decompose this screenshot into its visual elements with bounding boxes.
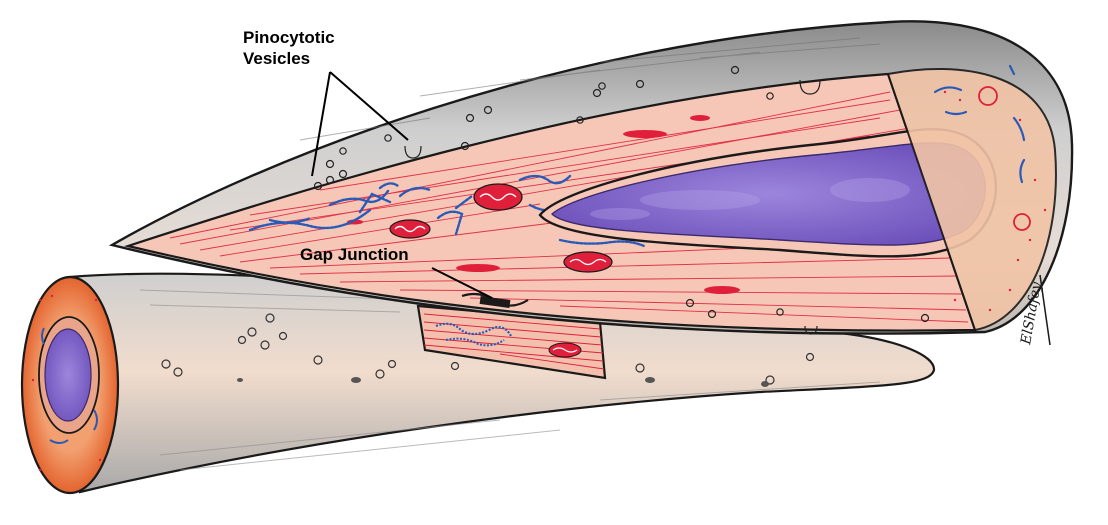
upper-muscle-cell — [108, 20, 1074, 335]
pinocytotic-label-line2: Vesicles — [243, 49, 311, 68]
lower-cell-cutaway — [416, 304, 607, 380]
gap-junction — [461, 292, 529, 309]
pinocytotic-leader-right — [329, 71, 409, 141]
gap-junction-leader — [431, 267, 493, 299]
leader-lines — [311, 71, 493, 299]
pinocytotic-vesicles — [313, 65, 930, 335]
pinocytotic-label-line1: Pinocytotic — [243, 28, 335, 47]
lower-cell-cross-section — [20, 275, 120, 495]
pinocytotic-vesicles-label: Pinocytotic Vesicles — [243, 27, 335, 69]
pinocytotic-leader-left — [311, 71, 331, 177]
gap-junction-label: Gap Junction — [300, 245, 409, 264]
